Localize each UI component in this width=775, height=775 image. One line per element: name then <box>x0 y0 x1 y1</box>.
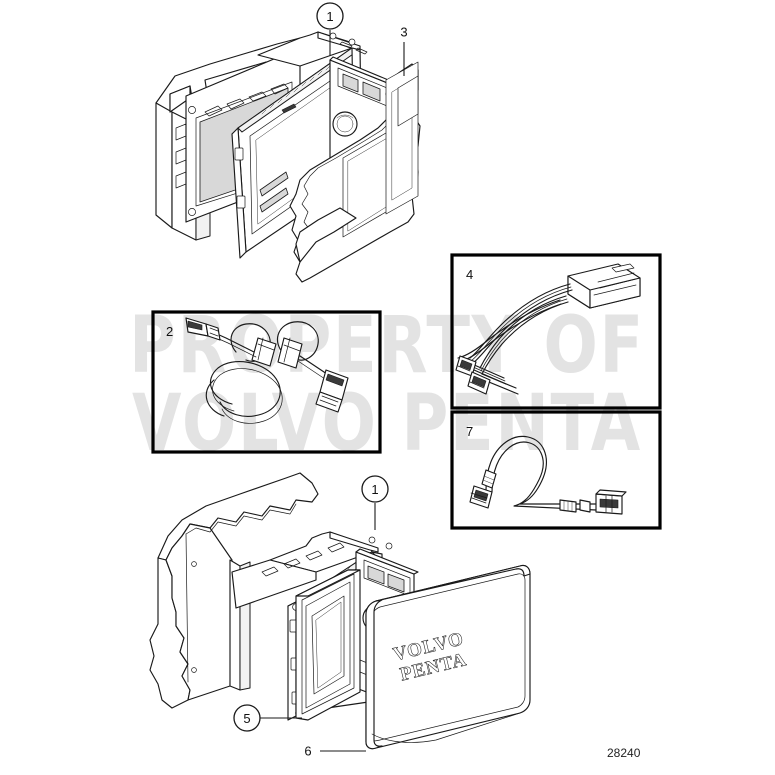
assembly-top <box>155 31 421 283</box>
callout-1-top[interactable]: 1 <box>316 2 344 56</box>
detail-box-2-label: 2 <box>166 324 173 339</box>
callout-5-bottom-label: 5 <box>243 711 250 726</box>
detail-box-2-frame <box>151 310 382 454</box>
detail-box-4-frame <box>450 253 662 410</box>
watermark-line-1: PROPERTY OF <box>129 300 645 391</box>
detail-box-7-label: 7 <box>466 424 473 439</box>
detail-box-4-label: 4 <box>466 267 473 282</box>
watermark: PROPERTY OF VOLVO PENTA <box>129 300 645 469</box>
callout-1-top-label: 1 <box>326 9 333 24</box>
cable-harness-loop <box>185 317 349 424</box>
top-display-unit <box>231 31 361 259</box>
extension-cable <box>469 435 627 515</box>
watermark-line-2: VOLVO PENTA <box>132 378 642 469</box>
callout-3-top[interactable]: 3 <box>400 25 408 77</box>
bottom-protective-cover: VOLVO PENTA <box>365 564 531 750</box>
callout-5-bottom[interactable]: 5 <box>233 704 302 732</box>
bottom-front-bezel <box>295 569 361 721</box>
callout-1-bottom[interactable]: 1 <box>361 475 389 530</box>
detail-box-4: 4 <box>450 253 662 410</box>
detail-box-7-frame <box>450 410 662 530</box>
callout-1-bottom-label: 1 <box>371 482 378 497</box>
callout-3-top-label: 3 <box>400 25 407 40</box>
callout-6-bottom[interactable]: 6 <box>304 744 366 759</box>
assembly-bottom: VOLVO PENTA <box>149 472 531 750</box>
detail-box-7: 7 <box>450 410 662 530</box>
detail-box-2: 2 <box>151 310 382 454</box>
top-inner-frame <box>385 61 419 215</box>
callout-6-bottom-label: 6 <box>304 744 311 759</box>
interface-module-with-leads <box>455 263 641 395</box>
drawing-number: 28240 <box>607 746 641 760</box>
